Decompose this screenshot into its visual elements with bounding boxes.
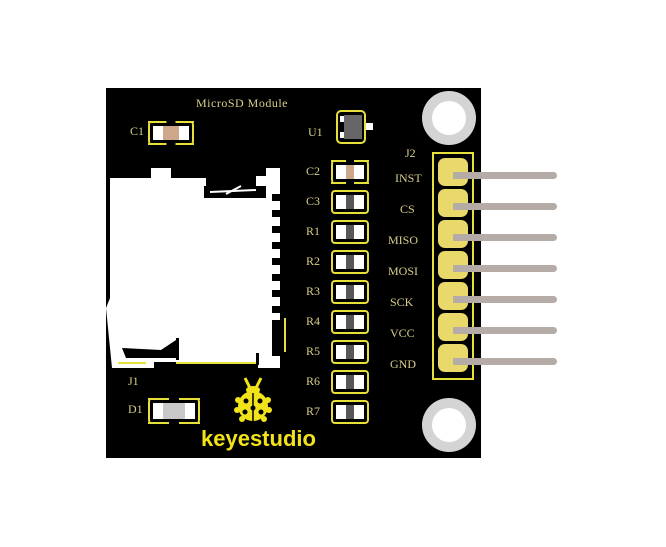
- label-r6: R6: [306, 374, 321, 388]
- resistor-r2: [331, 250, 369, 274]
- pin-label-mosi: MOSI: [388, 264, 419, 278]
- resistor-r7: [331, 400, 369, 424]
- resistor-r6: [331, 370, 369, 394]
- label-r5: R5: [306, 344, 321, 358]
- capacitor-c3: [331, 190, 369, 214]
- pin-label-miso: MISO: [388, 233, 419, 247]
- label-c1: C1: [130, 124, 145, 138]
- label-j2: J2: [405, 146, 416, 160]
- pin-label-cs: CS: [400, 202, 415, 216]
- pin-cs: [453, 203, 557, 210]
- microsd-slot-j1: [106, 168, 286, 368]
- label-r3: R3: [306, 284, 321, 298]
- capacitor-c1: [148, 121, 194, 145]
- led-d1: [148, 398, 200, 424]
- label-c2: C2: [306, 164, 321, 178]
- capacitor-c2: [331, 160, 369, 184]
- label-r1: R1: [306, 224, 321, 238]
- resistor-r4: [331, 310, 369, 334]
- label-u1: U1: [308, 125, 323, 139]
- mounting-hole-top: [422, 91, 476, 145]
- pin-label-inst: INST: [395, 171, 422, 185]
- resistor-r3: [331, 280, 369, 304]
- brand-logo-text: keyestudio: [201, 426, 316, 451]
- label-r4: R4: [306, 314, 321, 328]
- label-j1: J1: [128, 374, 139, 388]
- board-title: MicroSD Module: [196, 96, 288, 110]
- pin-sck: [453, 296, 557, 303]
- pin-label-sck: SCK: [390, 295, 414, 309]
- pin-vcc: [453, 327, 557, 334]
- label-d1: D1: [128, 402, 143, 416]
- resistor-r5: [331, 340, 369, 364]
- ladybug-logo-icon: [234, 377, 272, 422]
- pin-gnd: [453, 358, 557, 365]
- label-c3: C3: [306, 194, 321, 208]
- resistor-r1: [331, 220, 369, 244]
- label-r7: R7: [306, 404, 321, 418]
- mounting-hole-bottom: [422, 398, 476, 452]
- pin-label-vcc: VCC: [390, 326, 415, 340]
- pin-label-gnd: GND: [390, 357, 416, 371]
- regulator-u1: [336, 110, 373, 144]
- pin-inst: [453, 172, 557, 179]
- microsd-module-board: MicroSD Module C1 U1 C2 C3 R1 R2 R3 R4 R…: [106, 88, 481, 458]
- pin-miso: [453, 234, 557, 241]
- label-r2: R2: [306, 254, 321, 268]
- pin-mosi: [453, 265, 557, 272]
